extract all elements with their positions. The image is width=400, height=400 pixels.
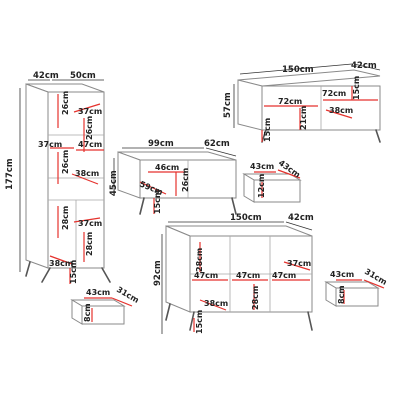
sideboard-inner-h2-label: 28cm — [251, 286, 260, 310]
tall-cabinet-door-w-label: 37cm — [78, 219, 102, 228]
tv-stand-shelf-h-label: 21cm — [299, 106, 308, 130]
sideboard-inner-d-label: 37cm — [287, 259, 311, 268]
sideboard-inner-w3-label: 47cm — [272, 271, 296, 280]
tall-cabinet-door-h2-label: 28cm — [85, 232, 94, 256]
coffee-table-leg — [231, 197, 237, 215]
coffee-table-drawer: 43cm 43cm 12cm — [242, 158, 302, 203]
coffee-table-inner-w-label: 46cm — [155, 163, 179, 172]
sideboard: 150cm 42cm 92cm 28cm 47cm 47cm 47cm 37cm… — [153, 213, 388, 334]
tv-stand-leg-h-label: 15cm — [263, 118, 272, 142]
coffee-table-depth-label: 62cm — [204, 139, 230, 149]
sideboard-height-label: 92cm — [153, 260, 163, 286]
tall-cabinet-leg — [41, 267, 51, 283]
coffee-table-width-label: 99cm — [148, 139, 174, 149]
coffee-table-drawer-h-label: 12cm — [257, 174, 266, 198]
tall-cabinet-shelf-w1-label: 37cm — [78, 107, 102, 116]
tall-cabinet-shelf-w4-label: 38cm — [49, 259, 73, 268]
tall-cabinet-drawer-d-label: 31cm — [115, 285, 140, 305]
tall-cabinet-drawer-h-label: 8cm — [83, 303, 92, 322]
tall-cabinet-drawer: 43cm 31cm 8cm — [70, 285, 140, 325]
tv-stand-inner-w1-label: 72cm — [278, 97, 302, 106]
tall-cabinet-shelf-h2-label: 26cm — [85, 116, 94, 140]
tall-cabinet-side — [25, 83, 49, 269]
sideboard-top — [165, 225, 313, 237]
coffee-table-inner-h-label: 26cm — [181, 168, 190, 192]
sideboard-leg-h-label: 15cm — [195, 310, 204, 334]
tall-cabinet-width-label: 50cm — [70, 71, 96, 81]
tv-stand-inner-h-label: 15cm — [352, 76, 361, 100]
tv-stand-shelf-d-label: 38cm — [329, 106, 353, 115]
sideboard-drawer-h-label: 8cm — [337, 285, 346, 304]
tv-stand-width-label: 150cm — [282, 65, 314, 75]
tall-cabinet-shelf-w3-label: 38cm — [75, 169, 99, 178]
sideboard-leg — [165, 303, 171, 321]
tall-cabinet-drawer-w-label: 43cm — [86, 288, 110, 297]
tall-cabinet-leg — [25, 261, 31, 277]
sideboard-drawer-w-label: 43cm — [330, 270, 354, 279]
sideboard-inner-h1-label: 28cm — [195, 248, 204, 272]
tv-stand-side — [237, 79, 263, 131]
tall-cabinet-shelf-h3-label: 26cm — [61, 150, 70, 174]
tall-cabinet-door-h-label: 28cm — [61, 206, 70, 230]
coffee-table-height-label: 45cm — [109, 170, 119, 196]
tall-cabinet-height-label: 177cm — [5, 158, 15, 190]
coffee-table-drawer-w-label: 43cm — [250, 162, 274, 171]
sideboard-inner-w2-label: 47cm — [236, 271, 260, 280]
sideboard-width-label: 150cm — [230, 213, 262, 223]
coffee-table: 99cm 62cm 45cm 46cm 26cm 59cm 15cm 43cm … — [109, 139, 302, 215]
tall-cabinet-shelf-h1-label: 26cm — [61, 91, 70, 115]
sideboard-drawer: 43cm 31cm 8cm — [324, 267, 388, 307]
sideboard-leg — [307, 311, 313, 331]
tall-cabinet: 42cm 50cm 177cm 26cm 37cm 26cm 37cm 47cm… — [5, 71, 140, 325]
tv-stand-leg — [375, 129, 381, 143]
sideboard-side — [165, 225, 191, 313]
tv-stand-height-label: 57cm — [223, 92, 233, 118]
coffee-table-side — [117, 151, 141, 199]
coffee-table-leg-h-label: 15cm — [153, 190, 162, 214]
sideboard-shelf-d-label: 38cm — [204, 299, 228, 308]
tall-cabinet-depth-label: 42cm — [33, 71, 59, 81]
sideboard-leg — [189, 311, 195, 331]
tv-stand-leg — [261, 129, 267, 143]
tv-stand-depth-label: 42cm — [351, 61, 377, 71]
sideboard-inner-w1-label: 47cm — [194, 271, 218, 280]
tall-cabinet-leg — [101, 267, 111, 283]
tv-stand-inner-w2-label: 72cm — [322, 89, 346, 98]
tall-cabinet-leg-h-label: 15cm — [69, 260, 78, 284]
tv-stand: 150cm 42cm 57cm 72cm 72cm 15cm 21cm 38cm… — [223, 61, 381, 143]
coffee-table-leg — [139, 197, 145, 215]
tall-cabinet-inner-w-left-label: 37cm — [38, 140, 62, 149]
tall-cabinet-inner-w-right-label: 47cm — [78, 140, 102, 149]
sideboard-depth-label: 42cm — [288, 213, 314, 223]
